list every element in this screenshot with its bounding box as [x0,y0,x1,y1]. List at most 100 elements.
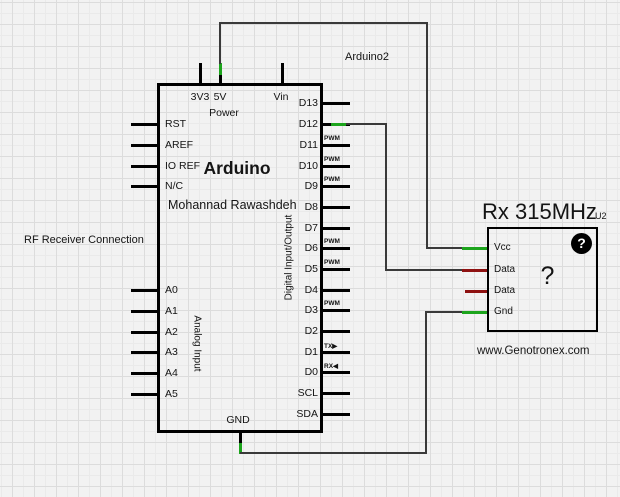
pin-stub-d9[interactable] [323,185,350,188]
pin-stub-d3[interactable] [323,309,350,312]
pin-label-d9: D9 [304,180,318,192]
pin-badge-d10: PWM [324,156,340,163]
pin-stub-d13[interactable] [323,102,350,105]
wire-d12-data[interactable] [385,124,387,271]
wire-d12-data[interactable] [385,269,462,271]
pin-badge-d9: PWM [324,176,340,183]
pin-label-a5: A5 [165,388,178,400]
connection-indicator-gnd [239,443,242,454]
pin-badge-d11: PWM [324,135,340,142]
receiver-unknown-symbol: ? [540,262,555,290]
pin-stub-d8[interactable] [323,206,350,209]
receiver-title: Rx 315MHz [482,199,597,224]
pin-stub-d1[interactable] [323,351,350,354]
pin-label-a3: A3 [165,346,178,358]
pin-label-a0: A0 [165,284,178,296]
pin-stub-a5[interactable] [131,393,157,396]
wire-5v-vcc[interactable] [426,247,462,249]
arduino-analog-input-label: Analog Input [191,315,203,372]
pin-label-nc: N/C [165,180,184,192]
pin-stub-vin[interactable] [281,63,284,83]
pin-label-d7: D7 [304,222,318,234]
pin-label-aref: AREF [165,139,194,151]
receiver-pin-label-gnd-3: Gnd [494,306,513,317]
pin-badge-d3: PWM [324,300,340,307]
pin-label-d12: D12 [298,118,318,130]
pin-stub-aref[interactable] [131,144,157,147]
receiver-caption: www.Genotronex.com [477,345,590,357]
pin-label-d3: D3 [304,304,318,316]
arduino-subtitle: Mohannad Rawashdeh [168,198,297,212]
pin-stub-3v3[interactable] [199,63,202,83]
wire-5v-vcc[interactable] [219,22,428,24]
arduino-pin-label-5v: 5V [213,91,227,103]
arduino2-net-label: Arduino2 [345,51,390,63]
wire-gnd[interactable] [426,311,462,313]
pin-stub-d11[interactable] [323,144,350,147]
pin-label-scl: SCL [297,387,318,399]
pin-label-d5: D5 [304,263,318,275]
pin-label-ioref: IO REF [165,160,201,172]
pin-label-d8: D8 [304,201,318,213]
arduino-pin-label-gnd: GND [226,414,250,426]
wire-gnd[interactable] [425,311,427,454]
pin-label-rst: RST [165,118,186,130]
pin-stub-d2[interactable] [323,330,350,333]
pin-stub-nc[interactable] [131,185,157,188]
pin-stub-d7[interactable] [323,227,350,230]
arduino-pin-label-3v3: 3V3 [190,91,210,103]
wire-d12-data[interactable] [346,123,387,125]
pin-label-d2: D2 [304,325,318,337]
pin-stub-a4[interactable] [131,372,157,375]
pin-stub-d0[interactable] [323,371,350,374]
pin-stub-ioref[interactable] [131,165,157,168]
connection-indicator-d12 [331,123,346,126]
arduino-power-group-label: Power [209,107,239,119]
pin-stub-a2[interactable] [131,331,157,334]
arduino-digital-io-label: Digital Input/Output [283,214,295,301]
pin-stub-rst[interactable] [131,123,157,126]
pin-stub-d6[interactable] [323,247,350,250]
pin-label-d1: D1 [304,346,318,358]
pin-badge-d0: RX◀ [324,363,339,370]
receiver-pin-gnd-3[interactable] [462,311,487,314]
pin-label-d6: D6 [304,242,318,254]
pin-label-a2: A2 [165,326,178,338]
arduino-pin-label-vin: Vin [273,91,289,103]
pin-stub-d10[interactable] [323,165,350,168]
receiver-pin-label-vcc-0: Vcc [494,242,511,253]
pin-label-d4: D4 [304,284,318,296]
receiver-pin-vcc-0[interactable] [462,247,487,250]
pin-stub-gnd[interactable] [239,433,242,444]
pin-stub-d5[interactable] [323,268,350,271]
pin-label-d0: D0 [304,366,318,378]
pin-stub-a0[interactable] [131,289,157,292]
wire-5v-vcc[interactable] [219,22,221,64]
connection-indicator-5v [219,63,222,75]
connection-caption: RF Receiver Connection [24,234,144,246]
receiver-pin-data-2[interactable] [465,290,487,293]
pin-badge-d5: PWM [324,259,340,266]
pin-stub-sda[interactable] [323,413,350,416]
pin-label-d11: D11 [299,139,318,151]
pin-badge-d6: PWM [324,238,340,245]
pin-stub-d4[interactable] [323,289,350,292]
pin-stub-a1[interactable] [131,310,157,313]
wire-5v-vcc[interactable] [426,22,428,249]
pin-stub-a3[interactable] [131,351,157,354]
pin-label-a4: A4 [165,367,178,379]
arduino-component-box[interactable] [157,83,323,433]
help-question-icon[interactable]: ? [571,233,592,254]
receiver-designator: U2 [595,211,607,221]
pin-label-d13: D13 [298,97,318,109]
receiver-pin-label-data-2: Data [494,285,516,296]
receiver-pin-data-1[interactable] [462,269,487,272]
receiver-component-box[interactable] [487,227,598,332]
pin-label-a1: A1 [165,305,178,317]
receiver-pin-label-data-1: Data [494,264,516,275]
arduino-title: Arduino [203,158,271,178]
pin-stub-scl[interactable] [323,392,350,395]
wire-gnd[interactable] [240,452,427,454]
pin-badge-d1: TX▶ [324,343,338,350]
